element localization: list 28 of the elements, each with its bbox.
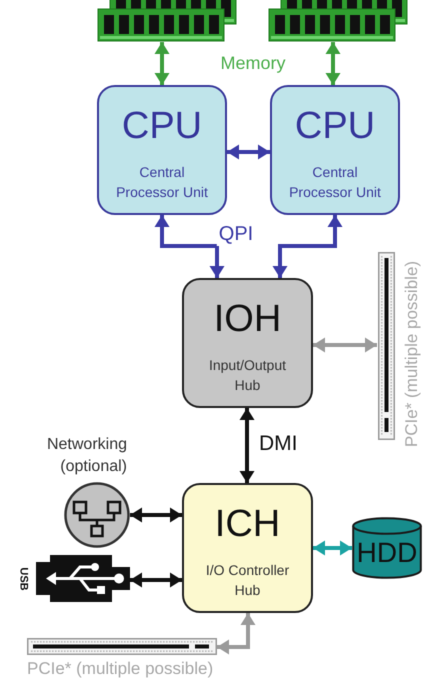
double-arrow xyxy=(272,215,342,278)
slot-label: PCIe* (multiple possible) xyxy=(27,659,214,679)
component-title: IOH xyxy=(214,297,282,341)
component-subtitle: Central Processor Unit xyxy=(115,163,209,202)
component-title: CPU xyxy=(294,104,376,148)
component-subtitle: Input/Output Hub xyxy=(208,356,288,395)
port-label: USB xyxy=(16,566,30,590)
slot-label: PCIe* (multiple possible) xyxy=(402,260,422,448)
double-arrow xyxy=(326,42,340,85)
double-arrow xyxy=(227,144,270,160)
component-title: ICH xyxy=(214,502,280,546)
component-box xyxy=(270,85,400,215)
component-subtitle: I/O Controller Hub xyxy=(204,561,290,600)
component-title: CPU xyxy=(122,104,202,148)
double-arrow xyxy=(130,572,182,588)
double-arrow xyxy=(217,613,256,654)
double-arrow xyxy=(130,508,182,522)
double-arrow xyxy=(313,338,377,352)
disk-label: HDD xyxy=(356,537,418,569)
double-arrow xyxy=(240,408,254,483)
double-arrow xyxy=(313,540,352,556)
component-box xyxy=(97,85,227,215)
device-label: Networking (optional) xyxy=(46,435,127,477)
component-subtitle: Central Processor Unit xyxy=(288,163,382,202)
component-box xyxy=(182,483,313,613)
double-arrow xyxy=(154,42,170,85)
component-box xyxy=(182,278,313,408)
double-arrow xyxy=(154,215,224,278)
